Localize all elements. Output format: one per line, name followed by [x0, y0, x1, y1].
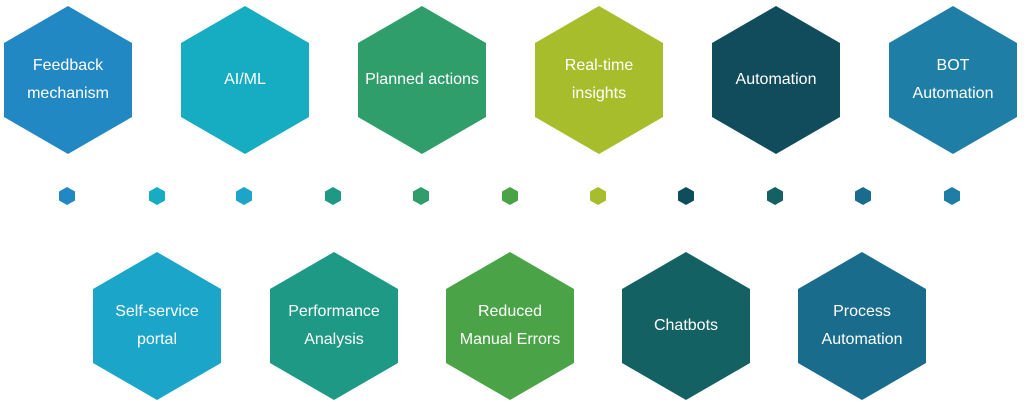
hex-self-service-portal: Self-service portal: [93, 252, 221, 400]
connector-dot: [590, 187, 606, 205]
hex-real-time-insights: Real-time insights: [535, 6, 663, 154]
hex-label: Process Automation: [821, 303, 903, 348]
hex-label: Self-service portal: [115, 303, 199, 348]
hex-label: AI/ML: [224, 71, 266, 88]
hex-performance-analysis: Performance Analysis: [270, 252, 398, 400]
connector-dot: [502, 187, 518, 205]
connector-dot: [413, 187, 429, 205]
connector-dot: [767, 187, 783, 205]
hex-feedback-mechanism: Feedback mechanism: [4, 6, 132, 154]
connector-dot: [678, 187, 694, 205]
hex-process-automation: Process Automation: [798, 252, 926, 400]
connector-dot: [59, 187, 75, 205]
connector-dot: [149, 187, 165, 205]
connector-dot: [855, 187, 871, 205]
hex-label: Feedback mechanism: [27, 57, 109, 102]
hex-planned-actions: Planned actions: [358, 6, 486, 154]
connector-dot: [944, 187, 960, 205]
hex-bot-automation: BOT Automation: [889, 6, 1017, 154]
hex-label: Reduced Manual Errors: [459, 303, 561, 348]
connector-dot: [325, 187, 341, 205]
hex-label: Performance Analysis: [288, 303, 380, 348]
hex-reduced-manual-errors: Reduced Manual Errors: [446, 252, 574, 400]
hex-label: Chatbots: [653, 317, 719, 334]
hex-label: Planned actions: [365, 71, 479, 88]
hex-automation: Automation: [712, 6, 840, 154]
hex-label: BOT Automation: [912, 57, 994, 102]
hex-label: Automation: [735, 71, 817, 88]
hex-chatbots: Chatbots: [622, 252, 750, 400]
hex-label: Real-time insights: [564, 57, 634, 102]
connector-dot: [236, 187, 252, 205]
hex-ai-ml: AI/ML: [181, 6, 309, 154]
